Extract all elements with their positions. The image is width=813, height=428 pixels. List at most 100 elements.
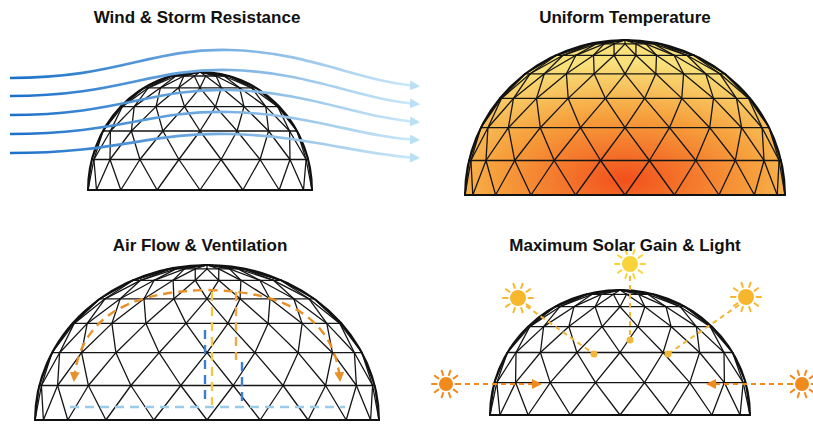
mesh-strut [687, 55, 720, 74]
mesh-strut [613, 294, 626, 295]
mesh-strut [724, 383, 740, 415]
mesh-strut [649, 161, 674, 196]
mesh-strut [346, 386, 356, 421]
sun-ray-stub [734, 288, 738, 291]
mesh-strut [240, 298, 270, 299]
mesh-strut [508, 127, 540, 128]
sun-ray-stub [506, 289, 510, 292]
mesh-strut [82, 352, 116, 353]
mesh-strut [690, 353, 700, 383]
mesh-strut [501, 98, 513, 99]
sun-rays [456, 276, 792, 384]
mesh-strut [537, 74, 567, 99]
wind-line [10, 70, 418, 104]
sun-ray-stub [741, 283, 742, 287]
mesh-strut [684, 73, 706, 74]
mesh-strut [200, 107, 216, 131]
mesh-strut [200, 76, 206, 88]
wind-line [10, 112, 418, 140]
mesh-strut [540, 98, 568, 127]
mesh-strut [566, 74, 568, 99]
mesh-strut [531, 161, 554, 196]
mesh-strut [174, 298, 207, 299]
mesh-strut [200, 160, 221, 191]
mesh-strut [116, 352, 159, 353]
mesh-strut [206, 76, 222, 88]
mesh-strut [649, 160, 695, 161]
mesh-strut [88, 353, 116, 386]
mesh-strut [530, 55, 563, 74]
mesh-strut [140, 159, 179, 160]
mesh-strut [682, 98, 710, 127]
mesh-strut [309, 299, 340, 324]
dome-outline [35, 265, 379, 420]
mesh-strut [601, 160, 650, 161]
sun-ray-stub [527, 289, 531, 292]
mesh-strut [735, 160, 764, 161]
sun-ray-stub [810, 390, 813, 393]
mesh-strut [670, 98, 682, 127]
mesh-strut [554, 128, 580, 161]
cool-air-line [241, 362, 243, 405]
sun-ray-stub [442, 371, 443, 375]
mesh-strut [58, 386, 68, 421]
mesh-strut [228, 323, 268, 324]
mesh-strut [656, 74, 682, 99]
mesh-strut [105, 298, 120, 299]
sun-ray-stub [449, 393, 450, 397]
sun-ray [526, 306, 594, 354]
mesh-strut [496, 161, 515, 196]
mesh-strut [645, 353, 664, 383]
mesh-strut [720, 74, 749, 99]
sun-ray-stub [618, 270, 622, 273]
mesh-strut [260, 159, 290, 160]
mesh-strut [112, 323, 146, 324]
mesh-strut [172, 280, 174, 299]
mesh-strut [268, 323, 302, 324]
mesh-strut [186, 299, 207, 324]
mesh-strut [74, 323, 87, 324]
mesh-strut [614, 44, 625, 55]
mesh-strut [274, 280, 310, 299]
mesh-strut [68, 386, 89, 421]
mesh-strut [298, 352, 332, 353]
mesh-strut [656, 73, 684, 74]
dome-mesh [35, 265, 379, 420]
mesh-strut [105, 280, 141, 299]
sun-ray-stub [527, 304, 531, 307]
light-point [665, 351, 672, 358]
mesh-strut [515, 160, 555, 161]
mesh-strut [173, 280, 195, 281]
mesh-strut [269, 131, 290, 160]
sun-ray-stub [741, 307, 742, 311]
mesh-strut [670, 127, 710, 128]
dome-outline [490, 290, 750, 415]
sun-ray-stub [810, 376, 813, 379]
mesh-strut [620, 327, 638, 353]
mesh-strut [194, 76, 200, 88]
mesh-strut [605, 98, 625, 127]
mesh-strut [594, 74, 605, 99]
mesh-strut [216, 106, 245, 107]
mesh-strut [82, 323, 112, 352]
sun-ray-stub [454, 376, 458, 379]
mesh-strut [550, 383, 570, 415]
mesh-strut [762, 128, 764, 161]
mesh-strut [540, 128, 554, 161]
sun-ray-stub [442, 393, 443, 397]
sun-ray-stub [615, 263, 620, 265]
mesh-strut [560, 294, 592, 306]
mesh-strut [41, 386, 43, 421]
sun-ray-stub [755, 303, 759, 306]
mesh-strut [690, 383, 712, 415]
mesh-strut [595, 306, 620, 307]
air-flow-lines [70, 290, 345, 407]
mesh-strut [255, 352, 298, 353]
mesh-strut [554, 160, 600, 161]
wind-line [10, 90, 418, 122]
mesh-strut [216, 107, 238, 131]
sun-icon [731, 283, 761, 312]
mesh-strut [645, 98, 670, 127]
mesh-strut [58, 353, 60, 386]
mesh-strut [110, 107, 134, 131]
